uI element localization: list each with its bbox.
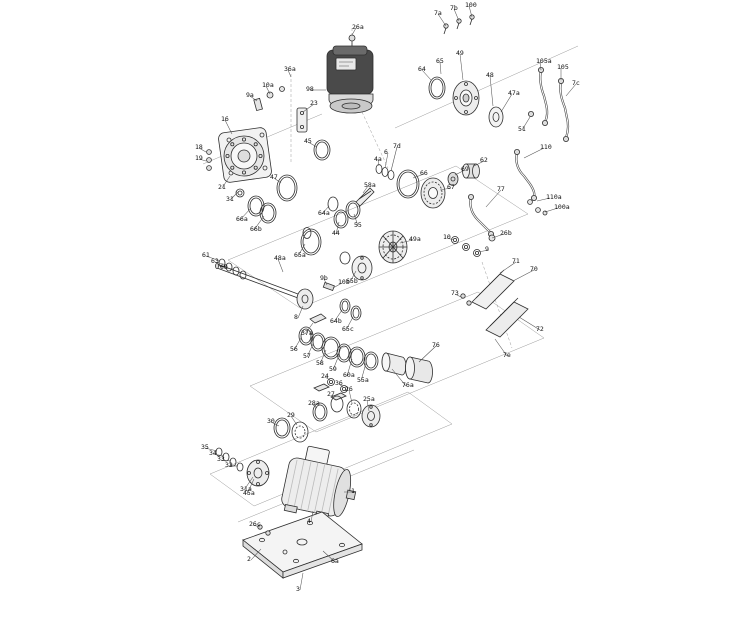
- pipes-mid-right: [467, 148, 548, 237]
- shaft-coupling-upper: [462, 163, 480, 179]
- chamber-row: [298, 326, 433, 401]
- baseplate: [242, 511, 363, 579]
- screw-set-top: [443, 14, 475, 35]
- sensor-assembly: [253, 86, 308, 133]
- seal-rings: [309, 298, 362, 324]
- hub-small: [447, 172, 459, 186]
- fitting-small-set: [451, 234, 496, 257]
- clamp-brackets: [460, 269, 529, 338]
- pipes-top-right: [528, 67, 570, 142]
- orings-middle: [276, 139, 375, 256]
- housing-bolts: [206, 149, 212, 171]
- impeller: [378, 230, 408, 264]
- housing-rings: [235, 188, 277, 224]
- pump-shaft: [215, 258, 335, 310]
- drive-unit: [326, 34, 374, 114]
- washer-trio: [375, 164, 395, 180]
- small-disc-upper: [488, 106, 504, 128]
- pump-housing: [218, 127, 272, 183]
- coupling-disc: [420, 177, 446, 209]
- bearing-row: [215, 378, 381, 487]
- main-motor: [281, 445, 357, 520]
- flange-disc-upper: [452, 80, 480, 116]
- seal-disc: [339, 251, 373, 281]
- oring-upper: [428, 76, 446, 100]
- oring-large: [396, 169, 420, 199]
